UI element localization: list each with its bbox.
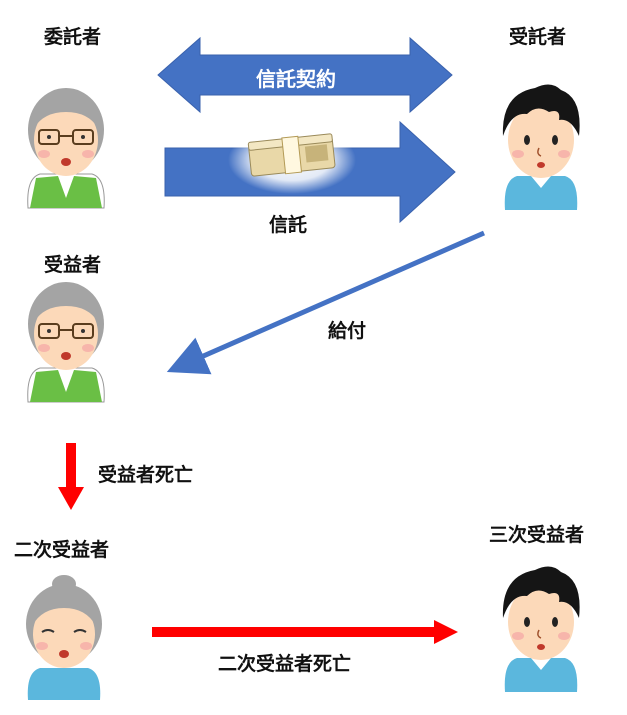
trustee-figure <box>502 84 580 210</box>
third-beneficiary-figure <box>502 566 580 692</box>
settlor-figure <box>27 88 105 209</box>
payment-arrow <box>166 230 486 375</box>
beneficiary-figure <box>27 282 105 403</box>
beneficiary-death-label: 受益者死亡 <box>98 464 194 486</box>
contract-label: 信託契約 <box>256 67 336 91</box>
third-beneficiary-label: 三次受益者 <box>489 524 585 546</box>
beneficiary-death-arrow <box>58 443 84 510</box>
money-bundle-icon <box>228 126 356 194</box>
second-beneficiary-death-arrow <box>152 620 458 644</box>
beneficiary-label: 受益者 <box>44 254 102 276</box>
contract-arrow <box>157 36 453 114</box>
second-beneficiary-figure <box>26 575 102 700</box>
second-beneficiary-death-label: 二次受益者死亡 <box>218 653 352 675</box>
trust-label: 信託 <box>269 214 308 236</box>
settlor-label: 委託者 <box>44 26 102 48</box>
second-beneficiary-label: 二次受益者 <box>14 539 110 561</box>
payment-label: 給付 <box>328 320 367 342</box>
trustee-label: 受託者 <box>509 26 567 48</box>
